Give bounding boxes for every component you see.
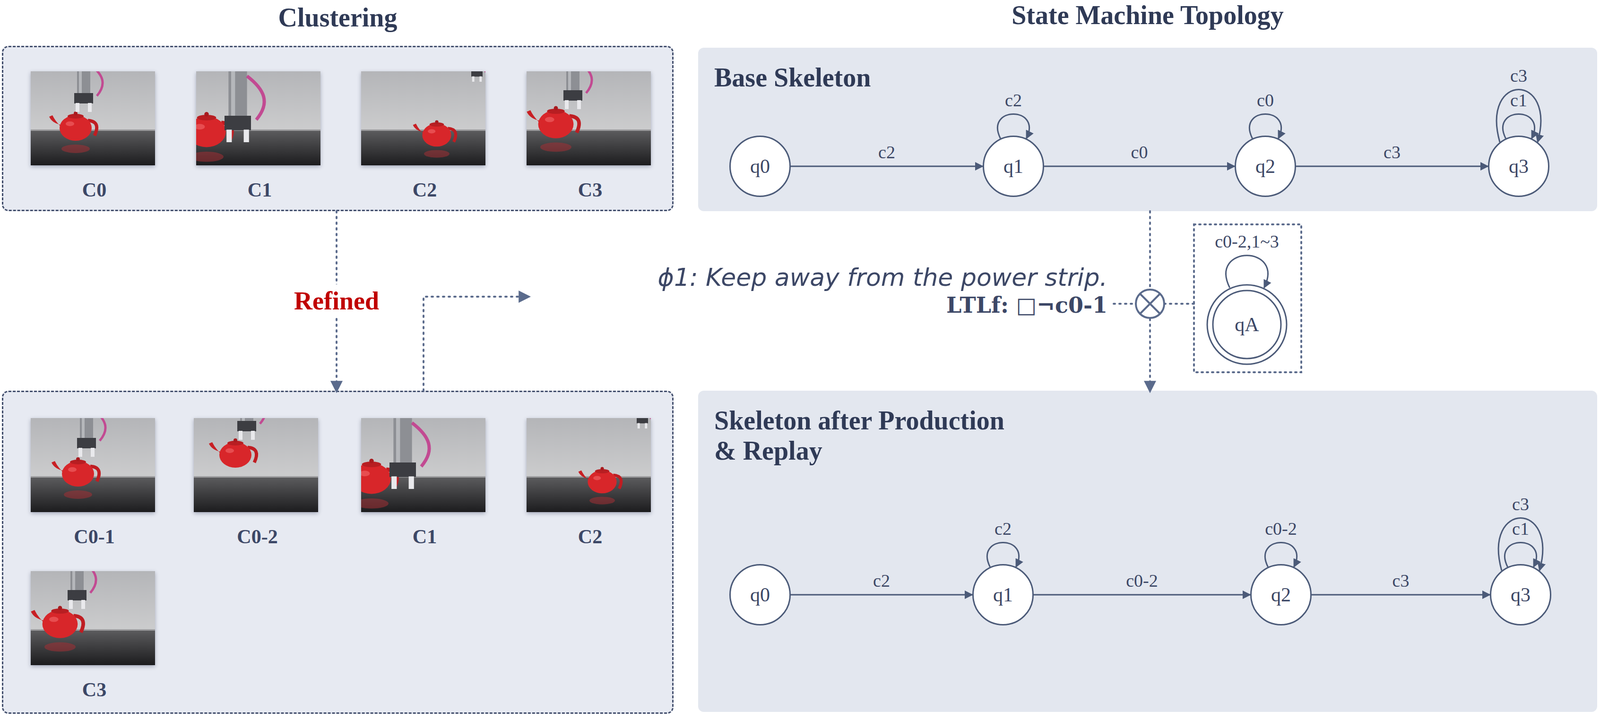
cluster-name: C3 [518, 178, 662, 202]
state-name: q1 [1003, 155, 1024, 178]
state-name: q1 [993, 583, 1013, 607]
transition-arrow [1044, 165, 1235, 168]
transition-arrow [1311, 594, 1490, 597]
cluster-name: C0 [22, 178, 166, 202]
transition-arrow [1033, 594, 1251, 597]
state-circle: q2 [1250, 564, 1312, 626]
cluster-photo [526, 418, 651, 513]
transition-arrow [1296, 165, 1488, 168]
accepting-state: qA [1206, 284, 1288, 366]
cluster-photo [526, 71, 651, 166]
cluster-photo [30, 418, 156, 513]
state-name: q3 [1508, 155, 1529, 178]
cluster-name: C0-1 [22, 525, 166, 549]
state-name: q0 [750, 583, 770, 607]
constraint-text: ϕ1: Keep away from the power strip. [491, 262, 1108, 293]
cluster-name: C0-2 [185, 525, 329, 549]
cluster-name: C1 [353, 525, 497, 549]
state-circle: q3 [1487, 135, 1550, 198]
cluster-name: C2 [353, 178, 497, 202]
section-heading: State Machine Topology [698, 0, 1598, 30]
group-heading: Skeleton after Production & Replay [714, 405, 1017, 467]
transition-arrow [1226, 255, 1269, 288]
cluster-photo [361, 71, 486, 166]
leader-line [1164, 302, 1194, 305]
state-name: qA [1234, 313, 1259, 337]
state-circle: q1 [982, 135, 1045, 198]
state-name: q2 [1255, 155, 1276, 178]
transition-arrow [790, 594, 973, 597]
cluster-photo [361, 418, 486, 513]
state-circle: q0 [729, 564, 791, 626]
group-heading: Clustering [3, 2, 673, 33]
skeleton-panel: Base Skeleton q0 q1 q2 q3 [698, 47, 1598, 212]
dotted-arrow [335, 211, 338, 391]
transition-arrow [790, 165, 983, 168]
transition-label: c0-2,1~3 [1214, 231, 1280, 252]
state-circle: q0 [729, 135, 791, 198]
state-name: q2 [1271, 583, 1291, 607]
leader-line [1113, 302, 1136, 305]
state-name: q0 [750, 155, 770, 178]
skeleton-panel: Skeleton after Production & Replay q0 q1 q2… [698, 390, 1598, 713]
cluster-photo [196, 71, 321, 166]
dotted-arrow [1149, 211, 1151, 391]
cluster-name: C1 [188, 178, 332, 202]
state-name: q3 [1510, 583, 1531, 607]
product-symbol [1135, 289, 1165, 319]
state-circle: q2 [1234, 135, 1297, 198]
cluster-photo [30, 571, 156, 666]
cluster-photo [193, 418, 319, 513]
formula-text: LTLf: □¬c0-1 [661, 291, 1108, 320]
cluster-photo [30, 71, 156, 166]
state-circle: q3 [1489, 564, 1552, 626]
leader-line [423, 296, 529, 391]
automaton-frame [1193, 224, 1302, 373]
cluster-name: C3 [22, 678, 166, 702]
group-heading: Base Skeleton [714, 62, 1017, 93]
cluster-name: C2 [518, 525, 662, 549]
state-circle: q1 [972, 564, 1034, 626]
